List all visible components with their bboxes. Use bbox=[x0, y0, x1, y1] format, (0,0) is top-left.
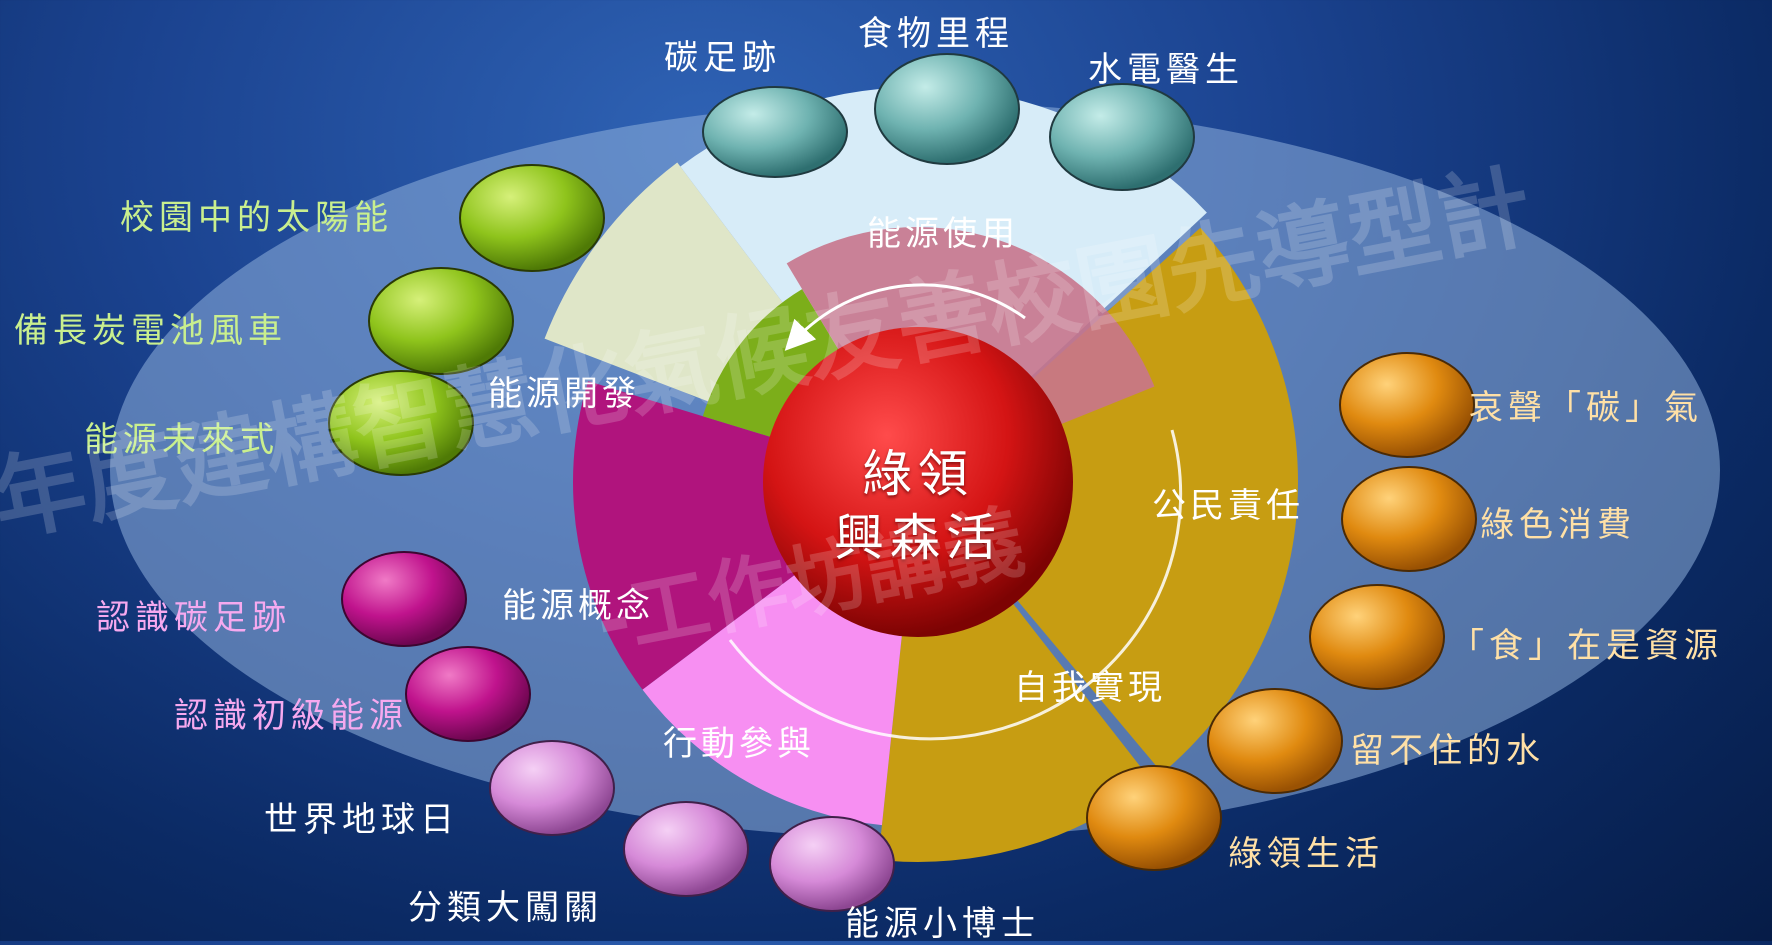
center-title-line1: 綠領 bbox=[862, 445, 974, 503]
center-title: 綠領 興森活 bbox=[768, 442, 1068, 570]
label-sorting-challenge: 分類大闖關 bbox=[408, 888, 603, 928]
label-primary-energy: 認識初級能源 bbox=[174, 696, 408, 736]
label-food-resource: 「食」在是資源 bbox=[1450, 626, 1723, 666]
ball-food-mileage bbox=[874, 53, 1020, 165]
label-food-mileage: 食物里程 bbox=[858, 14, 1014, 54]
segment-sectors bbox=[544, 87, 1299, 863]
sector-energy-concept bbox=[572, 381, 799, 690]
cycle-arrow-lower bbox=[728, 429, 1183, 741]
ball-charcoal-battery bbox=[368, 267, 514, 375]
ball-primary-energy bbox=[405, 646, 531, 742]
label-green-consumption: 綠色消費 bbox=[1480, 505, 1636, 545]
branch-balls bbox=[328, 53, 1477, 912]
ball-utility-doctor bbox=[1049, 83, 1195, 191]
label-carbon-footprint: 碳足跡 bbox=[664, 38, 781, 78]
label-carbon-sigh: 哀聲「碳」氣 bbox=[1469, 388, 1703, 428]
segment-label-civic: 公民責任 bbox=[1152, 486, 1304, 526]
ball-food-resource bbox=[1309, 584, 1445, 690]
cycle-arrow-upper bbox=[784, 283, 1026, 351]
label-energy-doctor: 能源小博士 bbox=[845, 904, 1040, 944]
label-energy-future: 能源未來式 bbox=[84, 420, 279, 460]
sector-action bbox=[642, 572, 903, 826]
label-earth-day: 世界地球日 bbox=[264, 800, 459, 840]
ball-energy-doctor bbox=[769, 816, 895, 912]
label-utility-doctor: 水電醫生 bbox=[1088, 50, 1244, 90]
ball-earth-day bbox=[489, 740, 615, 836]
label-know-carbon: 認識碳足跡 bbox=[96, 598, 291, 638]
label-campus-solar: 校園中的太陽能 bbox=[120, 198, 393, 238]
ball-carbon-footprint bbox=[702, 86, 848, 178]
ball-green-life bbox=[1086, 765, 1222, 871]
label-charcoal-battery: 備長炭電池風車 bbox=[14, 311, 287, 351]
ball-carbon-sigh bbox=[1339, 352, 1475, 458]
segment-label-self-real: 自我實現 bbox=[1014, 668, 1166, 708]
segment-label-energy-dev: 能源開發 bbox=[488, 374, 640, 414]
center-hub bbox=[763, 327, 1073, 637]
ball-energy-future bbox=[328, 370, 474, 476]
ball-water-leak bbox=[1207, 688, 1343, 794]
ball-know-carbon bbox=[341, 551, 467, 647]
ball-sorting-challenge bbox=[623, 801, 749, 897]
ball-campus-solar bbox=[459, 164, 605, 272]
segment-label-energy-use: 能源使用 bbox=[867, 214, 1019, 254]
label-green-life: 綠領生活 bbox=[1228, 834, 1384, 874]
ball-green-consumption bbox=[1341, 466, 1477, 572]
segment-label-energy-concept: 能源概念 bbox=[502, 586, 654, 626]
sector-energy-use-inner bbox=[786, 226, 1155, 426]
sector-self-real bbox=[878, 600, 1152, 863]
segment-label-action: 行動參與 bbox=[663, 724, 815, 764]
center-title-line2: 興森活 bbox=[834, 509, 1002, 567]
label-water-leak: 留不住的水 bbox=[1350, 731, 1545, 771]
